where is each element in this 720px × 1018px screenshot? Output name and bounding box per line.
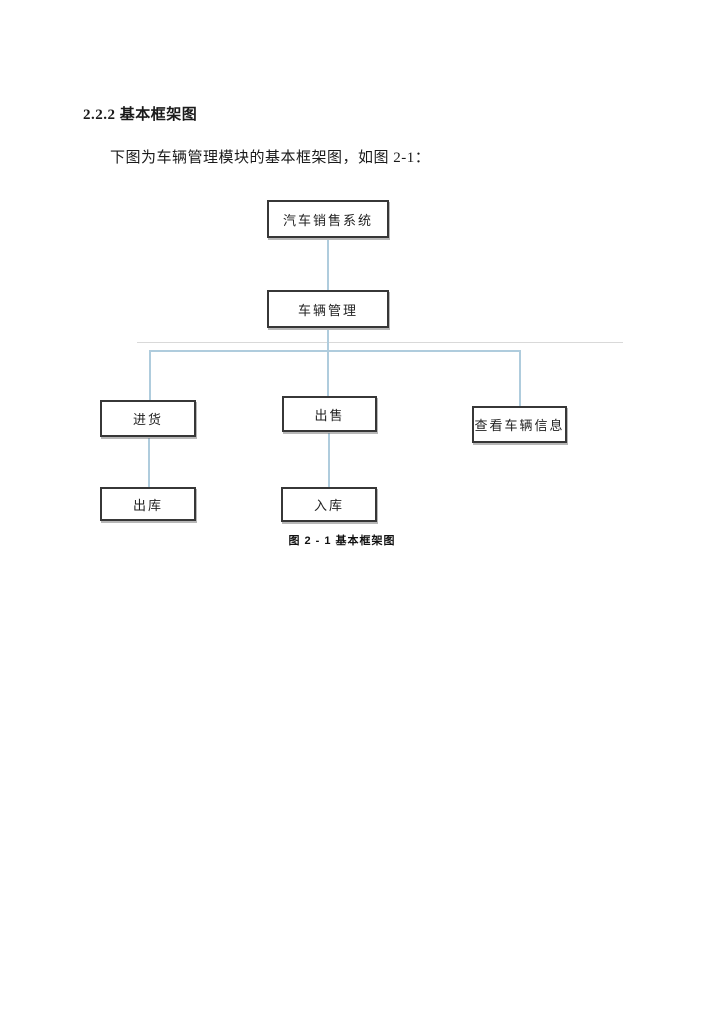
connector-sell-to-stock-in bbox=[328, 433, 330, 487]
connector-branch-to-purchase bbox=[149, 352, 151, 400]
faint-horizontal-line bbox=[137, 342, 623, 343]
connector-branch-horizontal bbox=[149, 350, 521, 352]
node-sell: 出售 bbox=[282, 396, 377, 432]
intro-paragraph: 下图为车辆管理模块的基本框架图，如图 2-1： bbox=[110, 150, 431, 166]
node-stock-out: 出库 bbox=[100, 487, 196, 521]
node-stock-in: 入库 bbox=[281, 487, 377, 522]
connector-branch-to-view-vehicle-info bbox=[519, 352, 521, 406]
figure-caption: 图 2 - 1 基本框架图 bbox=[288, 535, 396, 547]
connector-purchase-to-stock-out bbox=[148, 438, 150, 487]
connector-root-to-vehicle-management bbox=[327, 240, 329, 290]
section-heading: 2.2.2 基本框架图 bbox=[83, 107, 198, 123]
node-vehicle-management: 车辆管理 bbox=[267, 290, 389, 328]
connector-vehicle-management-to-sell bbox=[327, 330, 329, 396]
node-view-vehicle-info: 查看车辆信息 bbox=[472, 406, 567, 443]
node-purchase: 进货 bbox=[100, 400, 196, 437]
node-car-sales-system: 汽车销售系统 bbox=[267, 200, 389, 238]
